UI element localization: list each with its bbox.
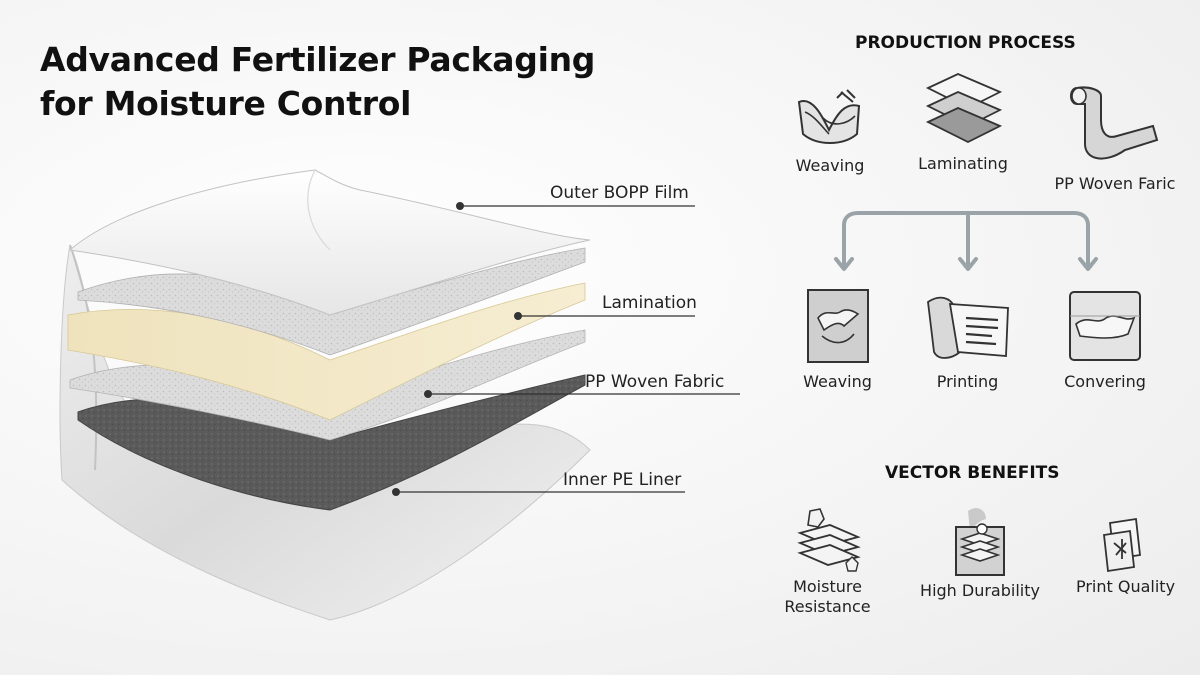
- high-durability-icon: [955, 508, 1005, 576]
- callout-inner-pe-liner: Inner PE Liner: [563, 470, 682, 490]
- leader-dot-inner-liner: [392, 488, 400, 496]
- benefit-label-line-1: High Durability: [920, 581, 1040, 600]
- benefit-label-high-durability: High Durability: [915, 581, 1045, 601]
- title-line-2: for Moisture Control: [40, 84, 412, 123]
- step-label-printing: Printing: [936, 372, 999, 391]
- layer-stack-illustration: [59, 169, 740, 621]
- callout-lamination: Lamination: [602, 293, 697, 313]
- benefit-label-line-1: Print Quality: [1075, 577, 1176, 596]
- step-pp-woven-faric: PP Woven Faric: [1040, 80, 1190, 193]
- step-label-weaving: Weaving: [795, 156, 865, 175]
- step-label-weaving-bottom: Weaving: [803, 372, 872, 391]
- benefit-high-durability: High Durability: [915, 505, 1045, 601]
- benefit-label-print-quality: Print Quality: [1068, 577, 1183, 597]
- leader-dot-outer-bopp: [456, 202, 464, 210]
- step-label-laminating: Laminating: [918, 154, 1008, 173]
- bag-converting-icon: [1069, 291, 1141, 361]
- benefit-label-moisture-resistance: Moisture Resistance: [770, 577, 885, 617]
- top-film-crease: [307, 169, 331, 251]
- step-label-convering: Convering: [1064, 372, 1146, 391]
- step-laminating: Laminating: [913, 68, 1013, 173]
- print-quality-icon: [1102, 517, 1141, 573]
- benefit-label-line-2: Resistance: [784, 597, 871, 616]
- vector-benefits-heading: VECTOR BENEFITS: [885, 463, 1060, 483]
- benefit-moisture-resistance: Moisture Resistance: [770, 505, 885, 617]
- benefit-label-line-1: Moisture: [793, 577, 862, 596]
- laminating-sheets-icon: [925, 73, 1003, 144]
- process-branch-arrows: [834, 211, 1098, 271]
- production-process-heading: PRODUCTION PROCESS: [855, 33, 1076, 53]
- outer-bopp-film-shape: [68, 169, 591, 316]
- page-title: Advanced Fertilizer Packaging for Moistu…: [40, 38, 595, 126]
- leader-dot-lamination: [514, 312, 522, 320]
- step-printing: Printing: [915, 290, 1020, 391]
- leader-dot-pp-woven: [424, 390, 432, 398]
- callout-outer-bopp-film: Outer BOPP Film: [550, 183, 689, 203]
- benefit-print-quality: Print Quality: [1068, 515, 1183, 597]
- step-weaving-top: Weaving: [785, 88, 875, 175]
- printing-sheet-icon: [926, 296, 1009, 359]
- moisture-resistance-icon: [796, 508, 861, 572]
- step-convering: Convering: [1050, 286, 1160, 391]
- step-label-pp-woven-faric: PP Woven Faric: [1054, 174, 1176, 193]
- step-weaving-bottom: Weaving: [790, 286, 885, 391]
- weaving-basket-icon: [797, 89, 861, 144]
- title-line-1: Advanced Fertilizer Packaging: [40, 40, 596, 79]
- weaving-fold-icon: [806, 289, 869, 363]
- callout-pp-woven-fabric: PP Woven Fabric: [585, 372, 725, 392]
- fabric-roll-icon: [1070, 86, 1159, 160]
